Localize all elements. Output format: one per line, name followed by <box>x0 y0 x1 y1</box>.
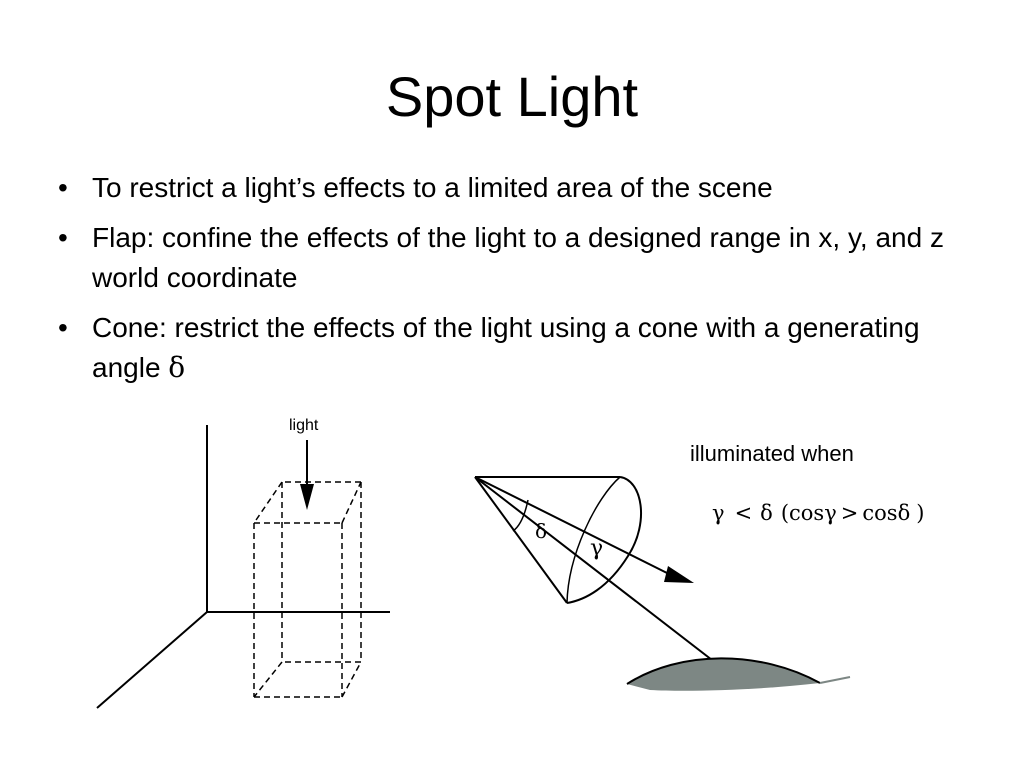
bullet-marker: • <box>58 312 68 343</box>
surface-ray <box>474 476 713 661</box>
bullet-list: • To restrict a light’s effects to a lim… <box>52 168 992 398</box>
light-label: light <box>289 417 319 434</box>
delta-symbol: δ <box>168 351 186 384</box>
cond-open: (cos <box>781 501 824 525</box>
cond-gamma: γ <box>712 501 725 525</box>
cond-gamma-2: γ <box>824 501 837 525</box>
cond-delta: δ <box>760 501 773 525</box>
cone-rim-front <box>566 476 642 604</box>
surface-tail <box>819 676 851 684</box>
cone-axis-ray <box>474 476 676 578</box>
bullet-marker: • <box>58 222 68 253</box>
bullet-text: Cone: restrict the effects of the light … <box>92 312 920 383</box>
cond-greater-than: > <box>841 501 859 525</box>
cone-angle-label: δ <box>535 519 547 543</box>
surface-curve <box>626 657 821 685</box>
surface <box>627 658 820 691</box>
flap-diagram <box>96 425 390 709</box>
cond-delta-2: δ <box>898 501 911 525</box>
slide-title: Spot Light <box>385 65 639 128</box>
bullet-marker: • <box>58 172 68 203</box>
delta-arc <box>512 499 529 532</box>
cond-less-than: < <box>735 501 753 525</box>
spotlight-figure: light δ γ illuminated when γ<δ(cosγ>cosδ… <box>96 417 924 709</box>
illumination-condition: γ<δ(cosγ>cosδ) <box>712 501 924 525</box>
flap-box <box>253 481 362 698</box>
cond-cos: cos <box>862 501 897 525</box>
cond-close: ) <box>916 501 924 525</box>
light-arrow-head <box>300 484 314 510</box>
illuminated-label: illuminated when <box>690 441 854 466</box>
bullet-item: • Flap: confine the effects of the light… <box>52 218 992 298</box>
cone-axis-arrow-head <box>664 566 694 583</box>
cone-bottom-edge <box>474 476 568 604</box>
z-axis <box>96 611 208 709</box>
bullet-item: • Cone: restrict the effects of the ligh… <box>52 308 992 388</box>
cone-rim-back <box>566 476 621 604</box>
bullet-text: To restrict a light’s effects to a limit… <box>92 172 773 203</box>
cone-diagram <box>474 476 851 691</box>
bullet-item: • To restrict a light’s effects to a lim… <box>52 168 992 208</box>
bullet-text: Flap: confine the effects of the light t… <box>92 222 944 293</box>
ray-angle-label: γ <box>590 536 603 561</box>
